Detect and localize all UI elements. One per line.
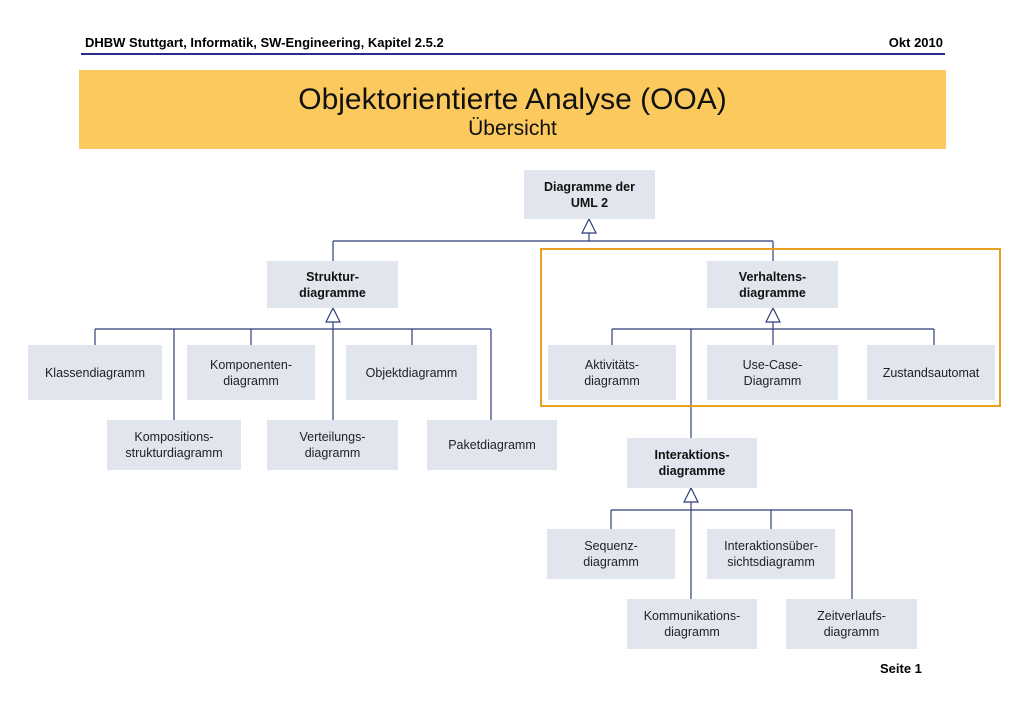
- node-klassendiagramm: Klassendiagramm: [28, 345, 162, 400]
- node-aktivitaetsdiagramm: Aktivitäts- diagramm: [548, 345, 676, 400]
- header-rule: [81, 53, 945, 55]
- header-title: DHBW Stuttgart, Informatik, SW-Engineeri…: [85, 35, 444, 50]
- slide-subtitle: Übersicht: [468, 117, 557, 140]
- node-usecase-diagramm: Use-Case- Diagramm: [707, 345, 838, 400]
- header-date: Okt 2010: [888, 35, 943, 50]
- node-interaktion: Interaktions- diagramme: [627, 438, 757, 488]
- generalization-arrow-root: [581, 217, 597, 234]
- node-struktur: Struktur- diagramme: [267, 261, 398, 308]
- node-kommunikationsdiagramm: Kommunikations- diagramm: [627, 599, 757, 649]
- node-komponentendiagramm: Komponenten- diagramm: [187, 345, 315, 400]
- node-paketdiagramm: Paketdiagramm: [427, 420, 557, 470]
- node-interaktionsuebersichtsdiagramm: Interaktionsüber- sichtsdiagramm: [707, 529, 835, 579]
- page-number: Seite 1: [880, 661, 922, 676]
- generalization-arrow-verhalten: [765, 306, 781, 323]
- title-banner: Objektorientierte Analyse (OOA) Übersich…: [79, 70, 946, 149]
- node-zeitverlaufsdiagramm: Zeitverlaufs- diagramm: [786, 599, 917, 649]
- node-objektdiagramm: Objektdiagramm: [346, 345, 477, 400]
- generalization-arrow-interaktion: [683, 486, 699, 503]
- node-verhalten: Verhaltens- diagramme: [707, 261, 838, 308]
- verhalten-highlight-frame: [540, 248, 1001, 407]
- node-zustandsautomat: Zustandsautomat: [867, 345, 995, 400]
- node-uml2-diagrams: Diagramme der UML 2: [524, 170, 655, 219]
- node-kompositionsstrukturdiagramm: Kompositions- strukturdiagramm: [107, 420, 241, 470]
- generalization-arrow-struktur: [325, 306, 341, 323]
- node-verteilungsdiagramm: Verteilungs- diagramm: [267, 420, 398, 470]
- slide-title: Objektorientierte Analyse (OOA): [298, 83, 727, 116]
- node-sequenzdiagramm: Sequenz- diagramm: [547, 529, 675, 579]
